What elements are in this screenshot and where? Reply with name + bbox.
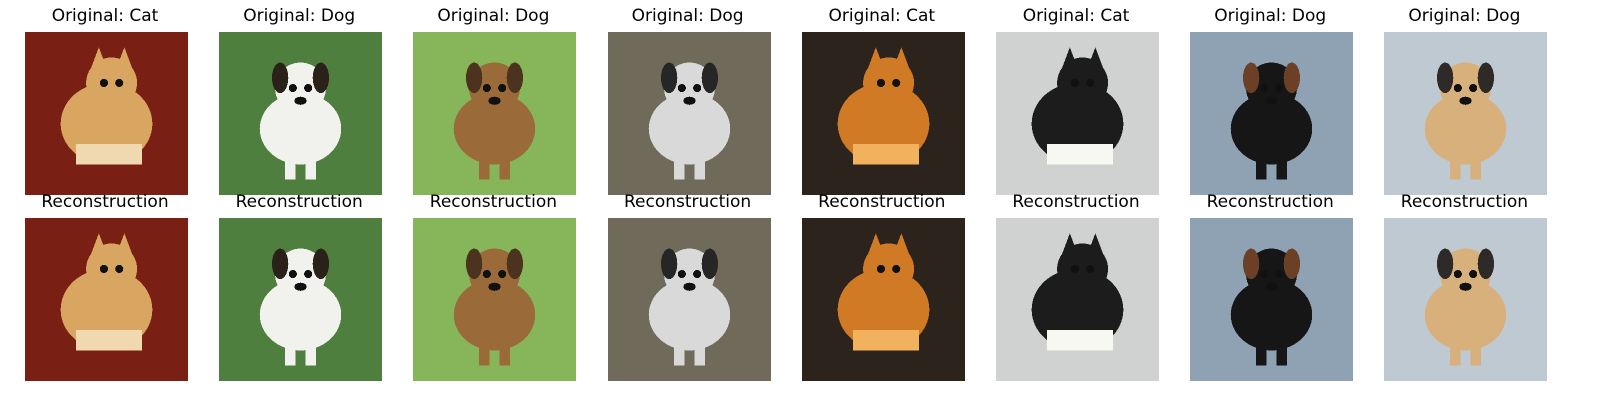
- original-title: Original: Cat: [1022, 6, 1130, 26]
- reconstruction-title: Reconstruction: [235, 192, 363, 212]
- reconstruction-image: [1190, 218, 1354, 381]
- reconstruction-image: [25, 218, 188, 381]
- original-title: Original: Cat: [51, 6, 159, 26]
- reconstruction-image: [413, 218, 577, 381]
- reconstruction-title: Reconstruction: [1400, 192, 1528, 212]
- reconstruction-title: Reconstruction: [41, 192, 169, 212]
- original-title: Original: Dog: [1408, 6, 1521, 26]
- reconstruction-title: Reconstruction: [1012, 192, 1140, 212]
- original-title: Original: Cat: [828, 6, 936, 26]
- reconstruction-image: [801, 218, 965, 381]
- original-title: Original: Dog: [437, 6, 550, 26]
- original-image: [219, 32, 383, 195]
- reconstruction-image: [996, 218, 1159, 381]
- reconstruction-title: Reconstruction: [429, 192, 557, 212]
- original-title: Original: Dog: [243, 6, 356, 26]
- original-image: [1384, 32, 1548, 195]
- reconstruction-title: Reconstruction: [1206, 192, 1334, 212]
- original-image: [801, 32, 965, 195]
- reconstruction-image: [1384, 218, 1548, 381]
- original-title: Original: Dog: [631, 6, 744, 26]
- original-image: [996, 32, 1159, 195]
- reconstruction-image: [219, 218, 383, 381]
- original-image: [1190, 32, 1354, 195]
- original-image: [413, 32, 577, 195]
- reconstruction-title: Reconstruction: [818, 192, 946, 212]
- original-title: Original: Dog: [1214, 6, 1327, 26]
- reconstruction-image: [607, 218, 771, 381]
- reconstruction-title: Reconstruction: [623, 192, 752, 212]
- original-image: [607, 32, 771, 195]
- original-image: [25, 32, 188, 195]
